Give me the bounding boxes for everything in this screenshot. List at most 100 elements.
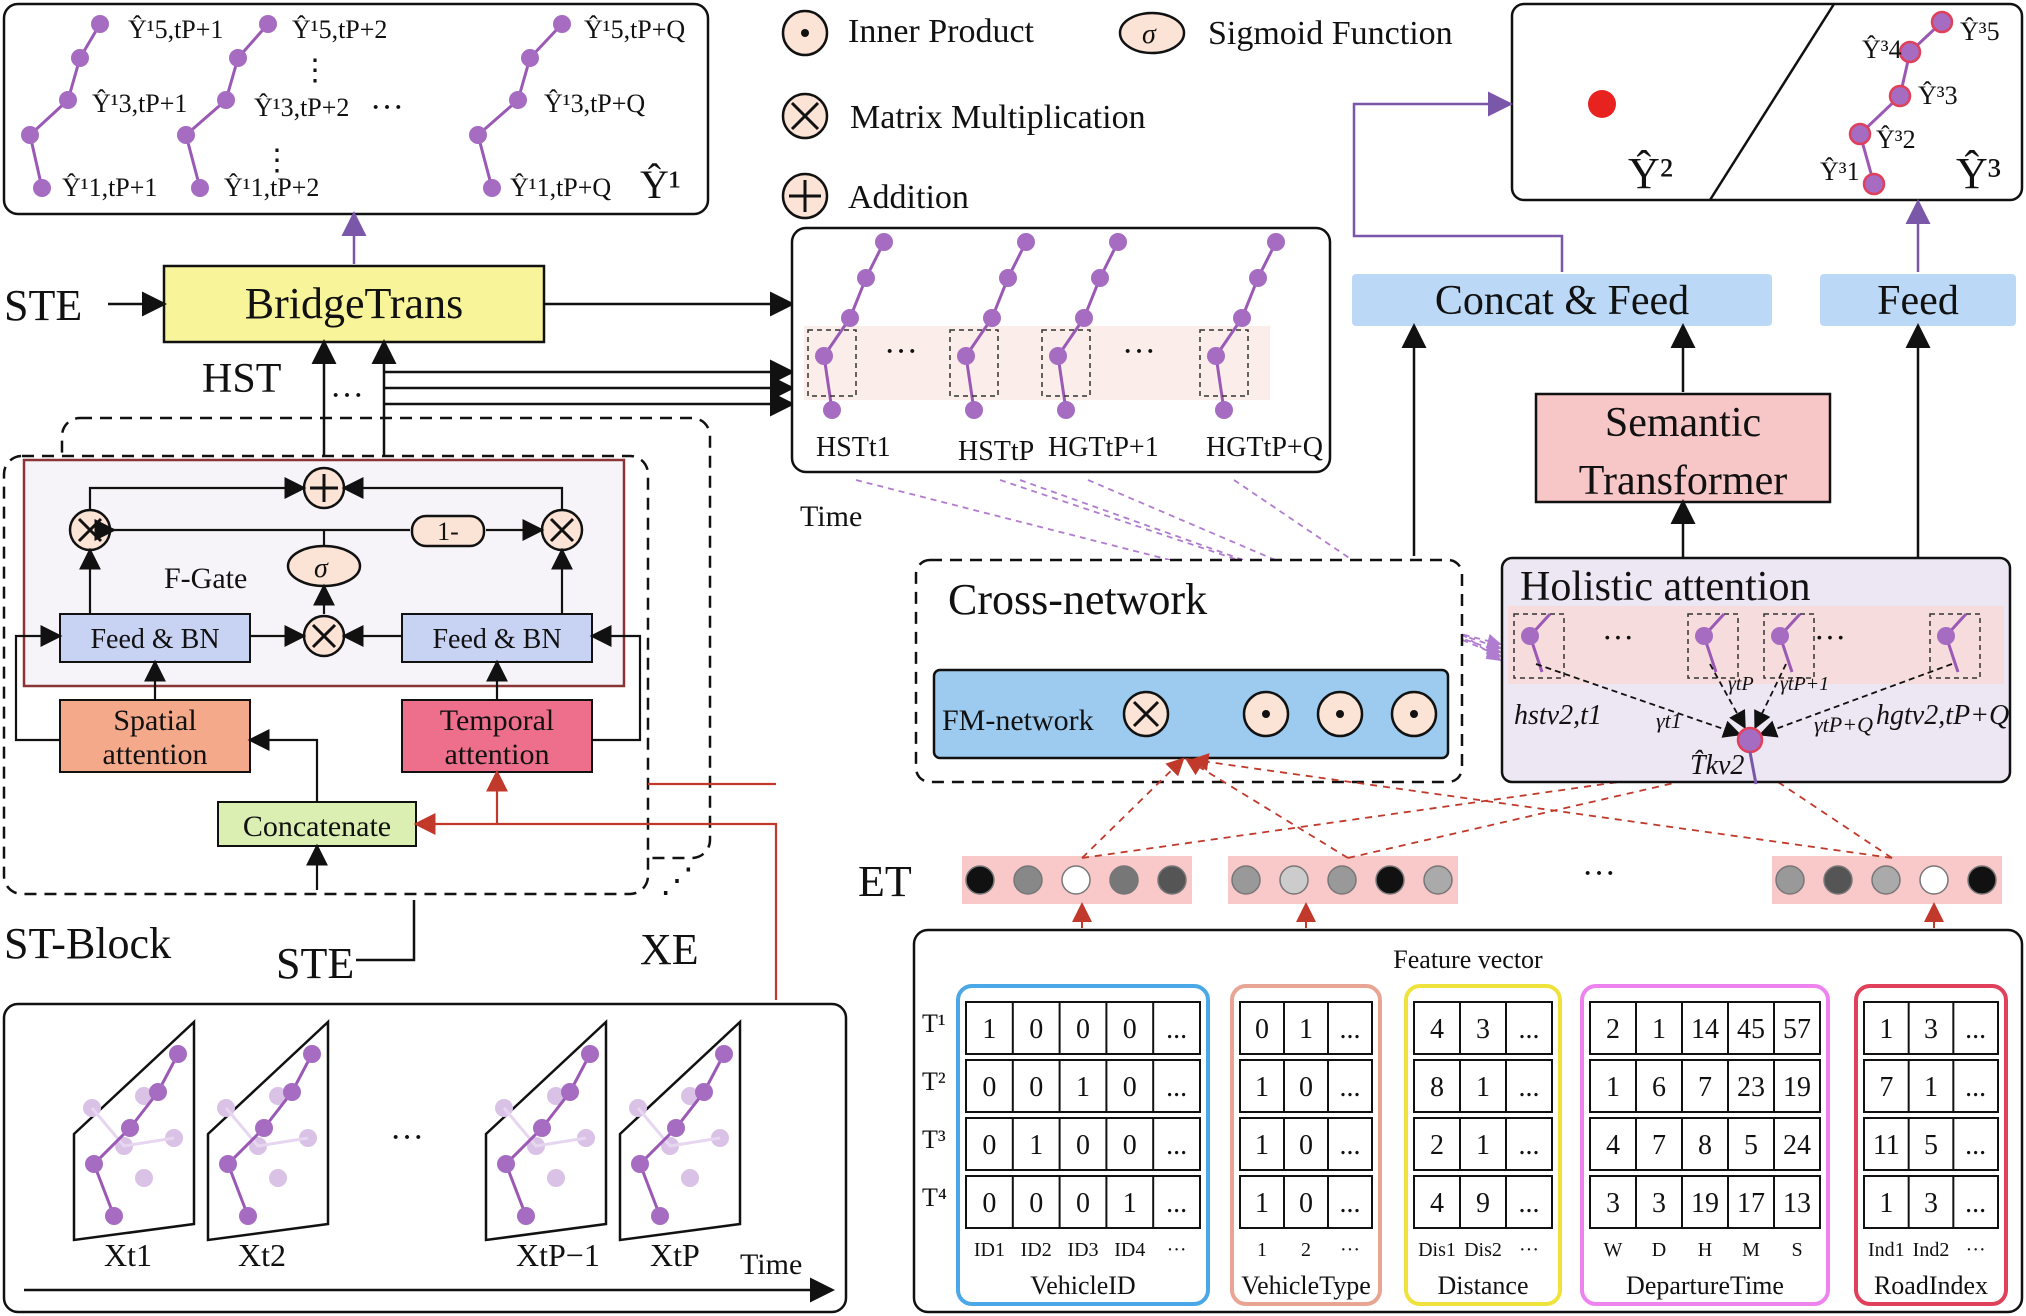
- feature-cell: 23: [1737, 1072, 1765, 1103]
- feature-cell: 24: [1783, 1130, 1811, 1161]
- label-y5-p1: Ŷ¹5,tP+1: [128, 15, 223, 44]
- fm-network-label: FM-network: [942, 704, 1094, 737]
- feature-cell: 0: [1029, 1014, 1043, 1045]
- bridgetrans-label: BridgeTrans: [245, 279, 463, 328]
- feature-cell: 2: [1430, 1130, 1444, 1161]
- svg-text:···: ···: [1602, 619, 1634, 655]
- feature-cell: 45: [1737, 1014, 1765, 1045]
- ste-bottom-label: STE: [276, 939, 354, 988]
- svg-text:Feed & BN: Feed & BN: [90, 624, 219, 655]
- feature-cell: 0: [1299, 1072, 1313, 1103]
- feature-cell: 0: [1076, 1130, 1090, 1161]
- label-y3-p1: Ŷ¹3,tP+1: [92, 89, 187, 118]
- mid-label-1: HSTtP: [958, 436, 1034, 467]
- legend-inner-product: Inner Product: [848, 13, 1035, 50]
- input-graph-2: Xt2: [206, 1019, 330, 1273]
- et-node: [1967, 865, 1997, 895]
- feature-cell: ...: [1166, 1014, 1187, 1045]
- feature-header: ID2: [1021, 1239, 1052, 1261]
- feature-cell: 1: [1123, 1188, 1137, 1219]
- feature-cell: 1: [1652, 1014, 1666, 1045]
- feature-cell: 0: [1123, 1072, 1137, 1103]
- svg-text:Semantic: Semantic: [1605, 400, 1761, 446]
- feature-cell: 5: [1924, 1130, 1938, 1161]
- feature-cell: 2: [1606, 1014, 1620, 1045]
- et-embeddings: ET ···: [858, 855, 2002, 906]
- svg-text:Feed: Feed: [1877, 278, 1959, 324]
- feature-cell: 7: [1652, 1130, 1666, 1161]
- node-label-3: Ŷ³3: [1918, 81, 1958, 110]
- hst-hgt-panel: ··· ··· HSTt1 HSTtP HGTtP+1 HGTtP+Q Time: [790, 226, 1332, 533]
- mid-graph-3: [1041, 233, 1127, 419]
- gamma-tp: γtP: [1728, 673, 1754, 695]
- feature-cell: 3: [1924, 1188, 1938, 1219]
- feature-cell: 3: [1606, 1188, 1620, 1219]
- et-node: [1279, 865, 1309, 895]
- feature-cell: 0: [982, 1072, 996, 1103]
- y2-label: Ŷ²: [1628, 149, 1673, 198]
- feature-cell: 0: [982, 1130, 996, 1161]
- svg-text:Transformer: Transformer: [1579, 458, 1787, 504]
- feature-cell: ...: [1519, 1188, 1540, 1219]
- label-y3-p2: Ŷ¹3,tP+2: [254, 93, 349, 122]
- bridgetrans-block: BridgeTrans STE HST ···: [4, 211, 795, 470]
- svg-text:attention: attention: [445, 738, 550, 771]
- feature-cell: 1: [1476, 1130, 1490, 1161]
- semantic-transformer-block: Semantic Transformer: [1534, 323, 1832, 558]
- legend-addition: Addition: [848, 179, 969, 216]
- vdots-1: ⋮: [300, 54, 330, 87]
- output-graph-1: [21, 15, 109, 197]
- feature-header: ID4: [1114, 1239, 1145, 1261]
- feature-cell: ...: [1166, 1188, 1187, 1219]
- mid-label-0: HSTt1: [816, 432, 891, 463]
- feature-group-name: DepartureTime: [1626, 1271, 1784, 1300]
- input-graph-1: Xt1: [72, 1019, 196, 1273]
- hst-v2-label: hstv2,t1: [1514, 700, 1602, 731]
- feature-cell: ...: [1166, 1072, 1187, 1103]
- feature-cell: ...: [1340, 1072, 1361, 1103]
- feature-cell: 4: [1606, 1130, 1620, 1161]
- holistic-attention-block: Holistic attention ··· ··· hstv2,t1 hgtv…: [1500, 556, 2012, 785]
- feature-cell: 57: [1783, 1014, 1811, 1045]
- mid-label-3: HGTtP+Q: [1206, 432, 1323, 463]
- feature-header: W: [1604, 1239, 1623, 1261]
- input-dots: ···: [390, 1119, 424, 1156]
- feature-cell: 0: [1029, 1072, 1043, 1103]
- hst-label: HST: [202, 356, 281, 402]
- feature-header: D: [1652, 1239, 1666, 1261]
- feature-cell: 13: [1783, 1188, 1811, 1219]
- feature-cell: 6: [1652, 1072, 1666, 1103]
- hgt-v2-label: hgtv2,tP+Q: [1876, 700, 2009, 731]
- feature-header: 2: [1301, 1239, 1311, 1261]
- y1-box-label: Ŷ¹: [640, 162, 681, 207]
- node-label-4: Ŷ³4: [1862, 35, 1902, 64]
- feature-cell: 19: [1691, 1188, 1719, 1219]
- feature-cell: ...: [1340, 1130, 1361, 1161]
- feature-header: ···: [1519, 1239, 1539, 1261]
- input-time-label: Time: [740, 1248, 802, 1281]
- gamma-t1: γt1: [1656, 708, 1682, 733]
- feed-block: Feed: [1820, 199, 2016, 326]
- one-minus-label: 1-: [437, 517, 459, 546]
- y3-label: Ŷ³: [1956, 149, 2001, 198]
- label-y3-pq: Ŷ¹3,tP+Q: [544, 89, 645, 118]
- node-label-1: Ŷ³1: [1820, 157, 1860, 186]
- input-label-3: XtP−1: [516, 1237, 600, 1273]
- label-y1-p2: Ŷ¹1,tP+2: [224, 173, 319, 202]
- feature-cell: 0: [1299, 1188, 1313, 1219]
- output-y2-y3-panel: Ŷ² Ŷ³ Ŷ³5 Ŷ³4 Ŷ³3 Ŷ³2 Ŷ³1: [1510, 2, 2024, 202]
- et-node: [1423, 865, 1453, 895]
- label-y1-pq: Ŷ¹1,tP+Q: [510, 173, 611, 202]
- row-label-2: T²: [922, 1067, 946, 1096]
- svg-text:σ: σ: [1142, 19, 1157, 50]
- feature-cell: 4: [1430, 1014, 1444, 1045]
- feature-cell: 7: [1879, 1072, 1893, 1103]
- feature-cell: 1: [1606, 1072, 1620, 1103]
- mid-graph-1: [807, 233, 893, 419]
- input-label-4: XtP: [650, 1237, 700, 1273]
